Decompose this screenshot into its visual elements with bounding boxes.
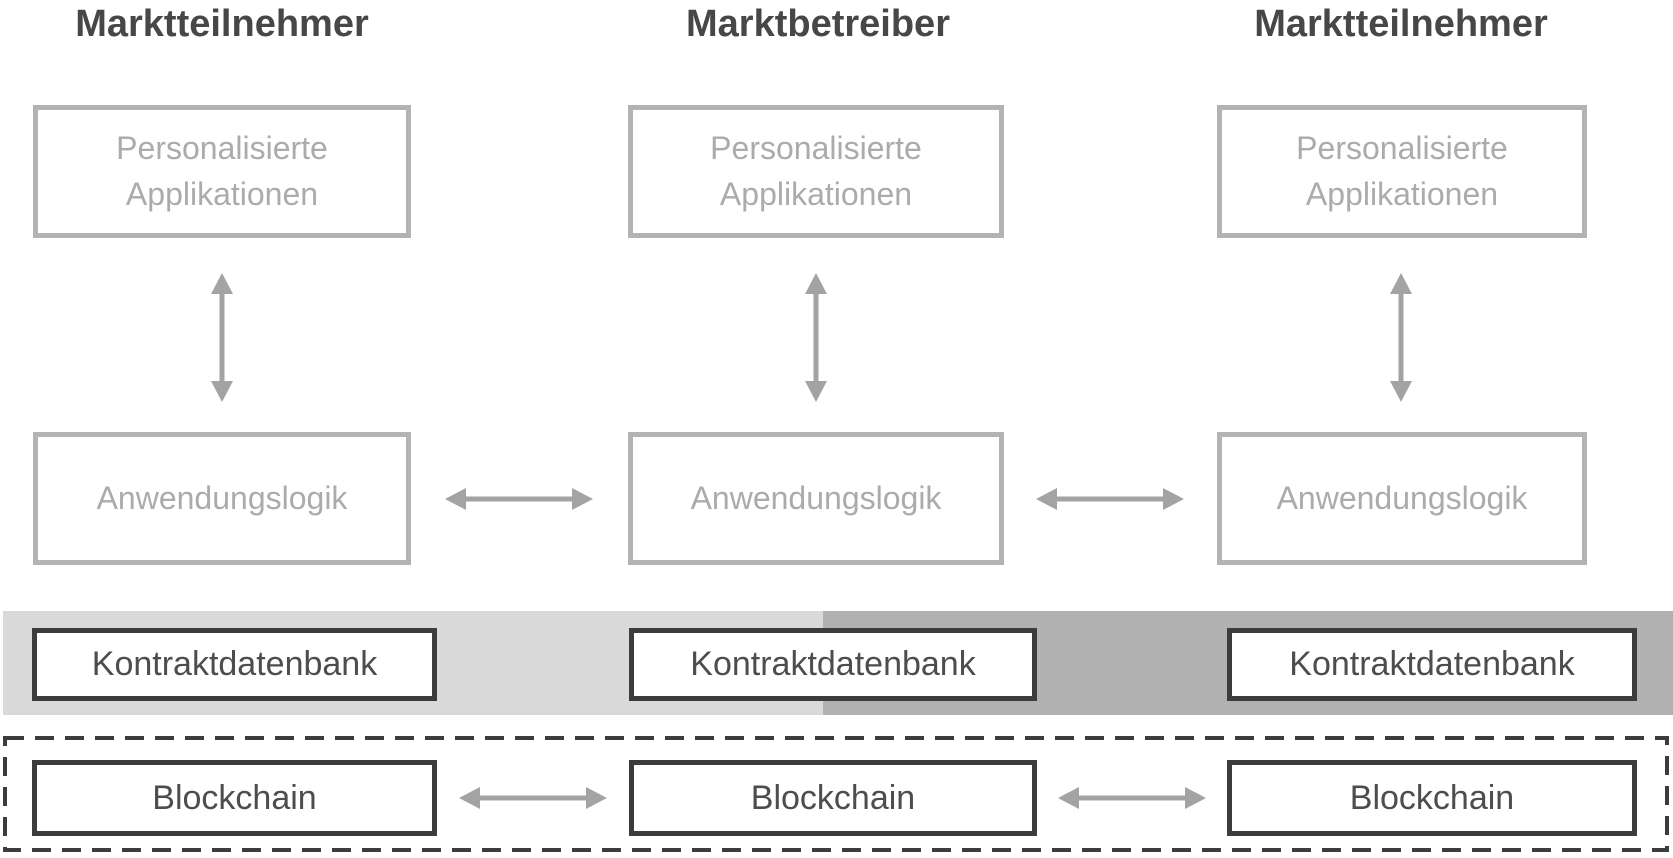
blockchain-box: Blockchain (1227, 760, 1637, 836)
horizontal-double-arrow-icon (459, 787, 607, 809)
vertical-double-arrow-icon (805, 273, 827, 402)
horizontal-double-arrow-icon (1036, 488, 1184, 510)
application-logic-box: Anwendungslogik (628, 432, 1004, 565)
contract-database-box: Kontraktdatenbank (629, 628, 1037, 701)
column-title: Marktteilnehmer (75, 3, 369, 45)
contract-database-box: Kontraktdatenbank (32, 628, 437, 701)
personalized-applications-box: Personalisierte Applikationen (1217, 105, 1587, 238)
blockchain-box: Blockchain (629, 760, 1037, 836)
application-logic-box: Anwendungslogik (33, 432, 411, 565)
column-title: Marktteilnehmer (1254, 3, 1548, 45)
vertical-double-arrow-icon (1390, 273, 1412, 402)
application-logic-box: Anwendungslogik (1217, 432, 1587, 565)
vertical-double-arrow-icon (211, 273, 233, 402)
horizontal-double-arrow-icon (445, 488, 593, 510)
contract-database-box: Kontraktdatenbank (1227, 628, 1637, 701)
personalized-applications-box: Personalisierte Applikationen (628, 105, 1004, 238)
personalized-applications-box: Personalisierte Applikationen (33, 105, 411, 238)
horizontal-double-arrow-icon (1058, 787, 1206, 809)
blockchain-box: Blockchain (32, 760, 437, 836)
column-title: Marktbetreiber (686, 3, 950, 45)
